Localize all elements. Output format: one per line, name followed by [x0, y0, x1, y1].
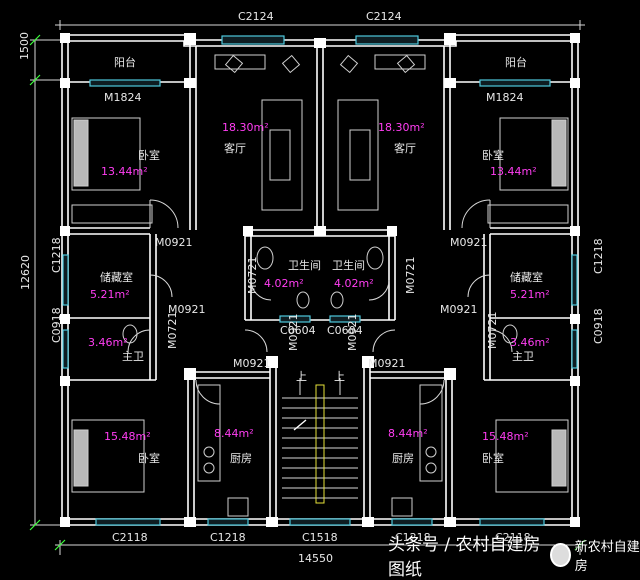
win-left-1218: C1218 [50, 237, 63, 273]
room-bath-area-l: 4.02m² [264, 277, 304, 290]
room-store-r: 储藏室 [510, 270, 543, 284]
room-kitchen-l: 厨房 [230, 452, 252, 465]
win-top-left: C2124 [238, 10, 274, 23]
watermark: 头条号 / 农村自建房图纸 新农村自建房 [388, 535, 640, 580]
windows [62, 35, 578, 526]
room-kitchen-area-l: 8.44m² [214, 427, 254, 440]
room-living-r: 客厅 [394, 141, 416, 155]
room-bed1-area-l: 13.44m² [101, 165, 148, 178]
door-m1824-l: M1824 [104, 91, 142, 104]
room-balcony-r: 阳台 [505, 55, 527, 69]
room-bed2-l: 卧室 [138, 451, 160, 465]
dim-top-height: 1500 [18, 32, 31, 60]
win-left-0918: C0918 [50, 307, 63, 343]
furniture [71, 54, 569, 517]
dimension-lines [30, 20, 585, 555]
room-bed1-l: 卧室 [138, 148, 160, 162]
dimension-ticks [29, 34, 586, 551]
stair-up-l: 上 [296, 370, 307, 383]
room-store-area-l: 5.21m² [90, 288, 130, 301]
door-m0721-ens-r: M0721 [486, 312, 499, 350]
watermark-avatar-icon [550, 543, 571, 567]
door-m0721-ens-l: M0721 [166, 312, 179, 350]
room-living-l: 客厅 [224, 141, 246, 155]
room-living-area-r: 18.30m² [378, 121, 425, 134]
door-m1824-r: M1824 [486, 91, 524, 104]
doors [127, 199, 513, 405]
room-kitchen-r: 厨房 [392, 452, 414, 465]
win-bath-r: C0604 [327, 324, 363, 337]
win-bottom-r1: C2118 [495, 531, 531, 544]
room-ens-r: 主卫 [512, 350, 534, 363]
dim-left-height: 12620 [19, 255, 32, 290]
room-ens-l: 主卫 [122, 350, 144, 363]
door-m0721-bath-l: M0721 [246, 257, 259, 295]
win-bath-l: C0604 [280, 324, 316, 337]
win-bottom-mid: C1518 [302, 531, 338, 544]
dim-bottom-width: 14550 [298, 552, 333, 565]
win-top-right: C2124 [366, 10, 402, 23]
watermark-text: 头条号 / 农村自建房图纸 [388, 535, 541, 580]
door-m0921-bed-l: M0921 [155, 236, 193, 249]
win-bottom-l2: C1218 [210, 531, 246, 544]
room-kitchen-area-r: 8.44m² [388, 427, 428, 440]
door-m0721-bath-r: M0721 [404, 257, 417, 295]
win-right-1218: C1218 [592, 238, 605, 274]
door-m0921-stair-r: M0921 [368, 357, 406, 370]
room-ens-area-l: 3.46m² [88, 336, 128, 349]
room-bath-r: 卫生间 [332, 258, 365, 272]
room-ens-area-r: 3.46m² [510, 336, 550, 349]
room-living-area-l: 18.30m² [222, 121, 269, 134]
win-bottom-l1: C2118 [112, 531, 148, 544]
room-bed1-area-r: 13.44m² [490, 165, 537, 178]
room-bath-area-r: 4.02m² [334, 277, 374, 290]
room-store-area-r: 5.21m² [510, 288, 550, 301]
watermark-tail: 新农村自建房 [574, 540, 640, 574]
door-m0921-stair-l: M0921 [233, 357, 271, 370]
door-m0921-store-l: M0921 [168, 303, 206, 316]
room-balcony-l: 阳台 [114, 55, 136, 69]
room-bath-l: 卫生间 [288, 258, 321, 272]
columns [60, 33, 580, 527]
door-m0921-bed-r: M0921 [450, 236, 488, 249]
room-bed2-area-l: 15.48m² [104, 430, 151, 443]
staircase [282, 378, 358, 504]
room-bed1-r: 卧室 [482, 148, 504, 162]
stair-up-r: 上 [334, 370, 345, 383]
door-m0921-kit-r: M0921 [346, 314, 359, 352]
door-m0921-kit-l: M0921 [287, 314, 300, 352]
win-right-0918: C0918 [592, 308, 605, 344]
win-bottom-r2: C1218 [395, 531, 431, 544]
room-store-l: 储藏室 [100, 270, 133, 284]
room-bed2-r: 卧室 [482, 451, 504, 465]
room-bed2-area-r: 15.48m² [482, 430, 529, 443]
door-m0921-store-r: M0921 [440, 303, 478, 316]
